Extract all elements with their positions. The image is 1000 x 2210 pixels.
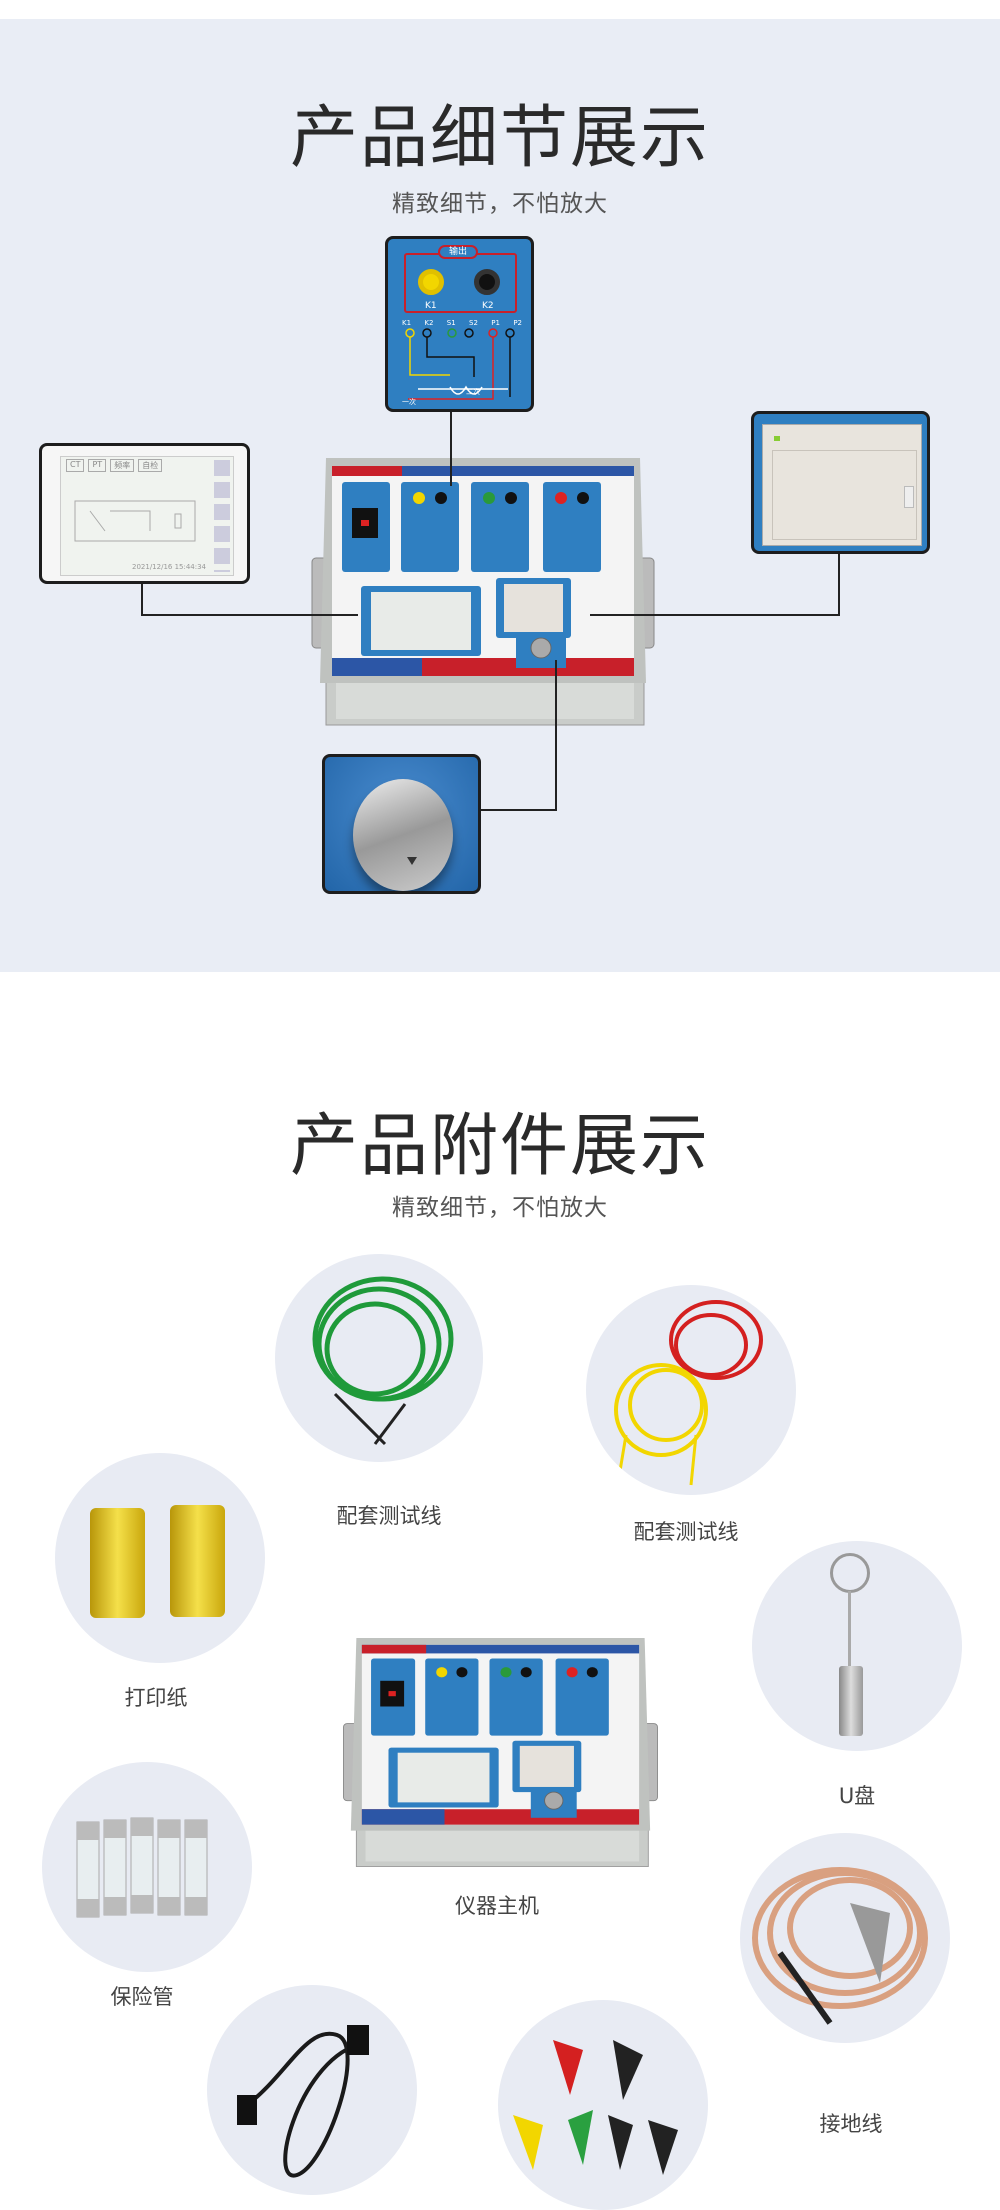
connector-line: [590, 614, 840, 616]
instrument-main-unit-image: [338, 1638, 663, 1870]
alligator-clips-image: [498, 2000, 708, 2210]
accessory-label: 接地线: [819, 2112, 883, 2136]
red-yellow-test-leads-image: [586, 1285, 796, 1495]
rotary-knob-callout: [322, 754, 481, 894]
accessory-label: 保险管: [110, 1985, 174, 2009]
secondary-label: 二次: [466, 388, 480, 396]
lcd-datetime: 2021/12/16 15:44:34: [132, 563, 207, 571]
connector-line: [141, 583, 143, 616]
printer-paper-image: [55, 1453, 265, 1663]
accessories-title: 产品附件展示: [289, 1107, 710, 1186]
details-title: 产品细节展示: [289, 99, 710, 178]
connector-line: [838, 553, 840, 616]
connector-line: [555, 660, 557, 811]
accessory-label: 配套测试线: [633, 1520, 739, 1544]
accessories-subtitle: 精致细节，不怕放大: [392, 1195, 608, 1221]
instrument-image: [306, 458, 660, 729]
printer-callout: [751, 411, 930, 554]
accessory-label: 配套测试线: [336, 1504, 442, 1528]
usb-drive-image: [752, 1541, 962, 1751]
green-test-leads-image: [275, 1254, 483, 1462]
k2-label: K2: [482, 301, 494, 311]
k2-terminal: [474, 269, 500, 295]
power-cord-image: [207, 1985, 417, 2195]
accessory-label: 仪器主机: [455, 1894, 539, 1918]
accessory-label: 打印纸: [124, 1686, 188, 1710]
fuses-image: [42, 1762, 252, 1972]
connector-line: [141, 614, 358, 616]
lcd-screen-callout: CT PT 频率 自检 2021/12/16 15:44:34: [39, 443, 250, 584]
lcd-tabs: CT PT 频率 自检: [66, 459, 163, 472]
connector-line: [450, 411, 452, 486]
knob-icon: [353, 779, 453, 891]
connector-line: [481, 809, 557, 811]
ground-wire-image: [740, 1833, 950, 2043]
lcd-side-buttons: [214, 460, 230, 572]
details-subtitle: 精致细节，不怕放大: [392, 191, 608, 217]
output-heading: 输出: [438, 245, 478, 259]
primary-label: 一次: [402, 398, 416, 406]
k1-label: K1: [425, 301, 437, 311]
accessory-label: U盘: [838, 1784, 876, 1808]
k1-terminal: [418, 269, 444, 295]
